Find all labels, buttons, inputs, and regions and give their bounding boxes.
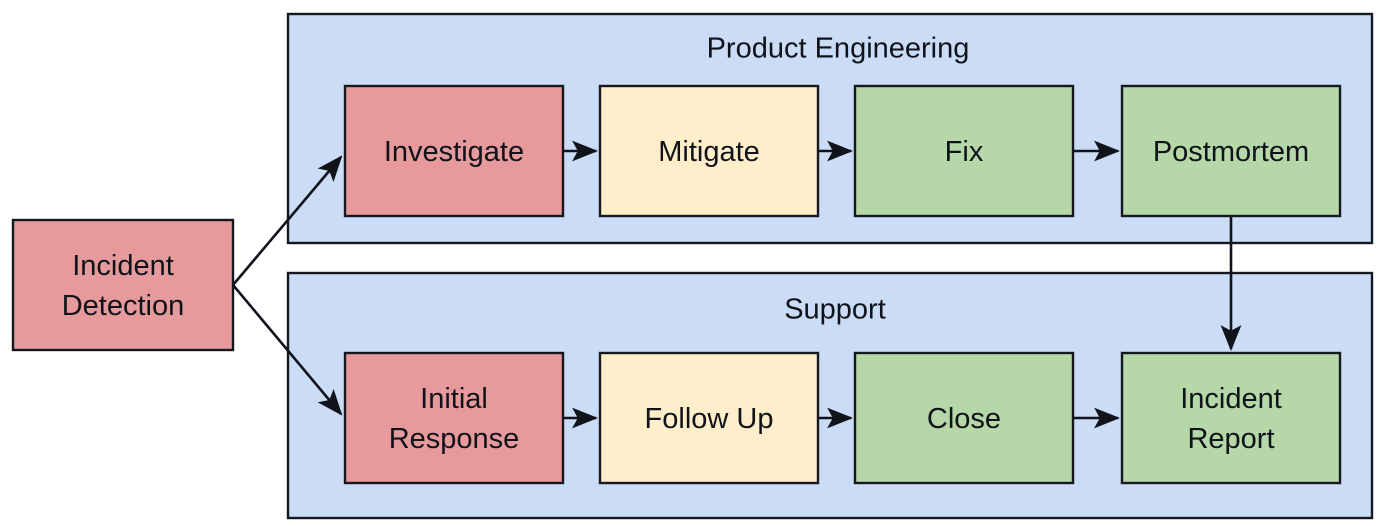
connectors-group xyxy=(232,140,1242,429)
node-label-line: Postmortem xyxy=(1153,136,1309,168)
node-shape xyxy=(1120,351,1342,485)
node-close[interactable]: Close xyxy=(853,351,1075,485)
node-shape xyxy=(1120,84,1342,218)
node-label: Close xyxy=(927,403,1001,435)
swimlane-title: Product Engineering xyxy=(707,33,970,65)
node-label-line: Follow Up xyxy=(645,403,774,435)
node-label-line: Initial xyxy=(420,383,488,415)
node-fix[interactable]: Fix xyxy=(853,84,1075,218)
node-label-line: Incident xyxy=(72,250,174,282)
node-shape xyxy=(598,351,820,485)
node-mitigate[interactable]: Mitigate xyxy=(598,84,820,218)
node-label-line: Close xyxy=(927,403,1001,435)
node-label: Fix xyxy=(945,136,984,168)
node-label-line: Report xyxy=(1187,423,1274,455)
node-shape xyxy=(598,84,820,218)
node-label: Mitigate xyxy=(658,136,760,168)
node-shape xyxy=(853,84,1075,218)
node-shape xyxy=(853,351,1075,485)
node-investigate[interactable]: Investigate xyxy=(343,84,565,218)
node-label-line: Detection xyxy=(62,290,185,322)
swimlane-title: Support xyxy=(784,294,886,326)
node-postmortem[interactable]: Postmortem xyxy=(1120,84,1342,218)
node-label-line: Incident xyxy=(1180,383,1282,415)
node-label: Investigate xyxy=(384,136,524,168)
node-follow-up[interactable]: Follow Up xyxy=(598,351,820,485)
edge-detection-to-investigate[interactable] xyxy=(232,155,343,286)
node-label-line: Response xyxy=(389,423,520,455)
node-label-line: Mitigate xyxy=(658,136,760,168)
node-label-line: Investigate xyxy=(384,136,524,168)
edge-detection-to-initial-response[interactable] xyxy=(232,284,343,416)
node-shape xyxy=(11,218,235,352)
node-label: Follow Up xyxy=(645,403,774,435)
node-shape xyxy=(343,84,565,218)
node-shape xyxy=(343,351,565,485)
node-label: Postmortem xyxy=(1153,136,1309,168)
node-label-line: Fix xyxy=(945,136,984,168)
